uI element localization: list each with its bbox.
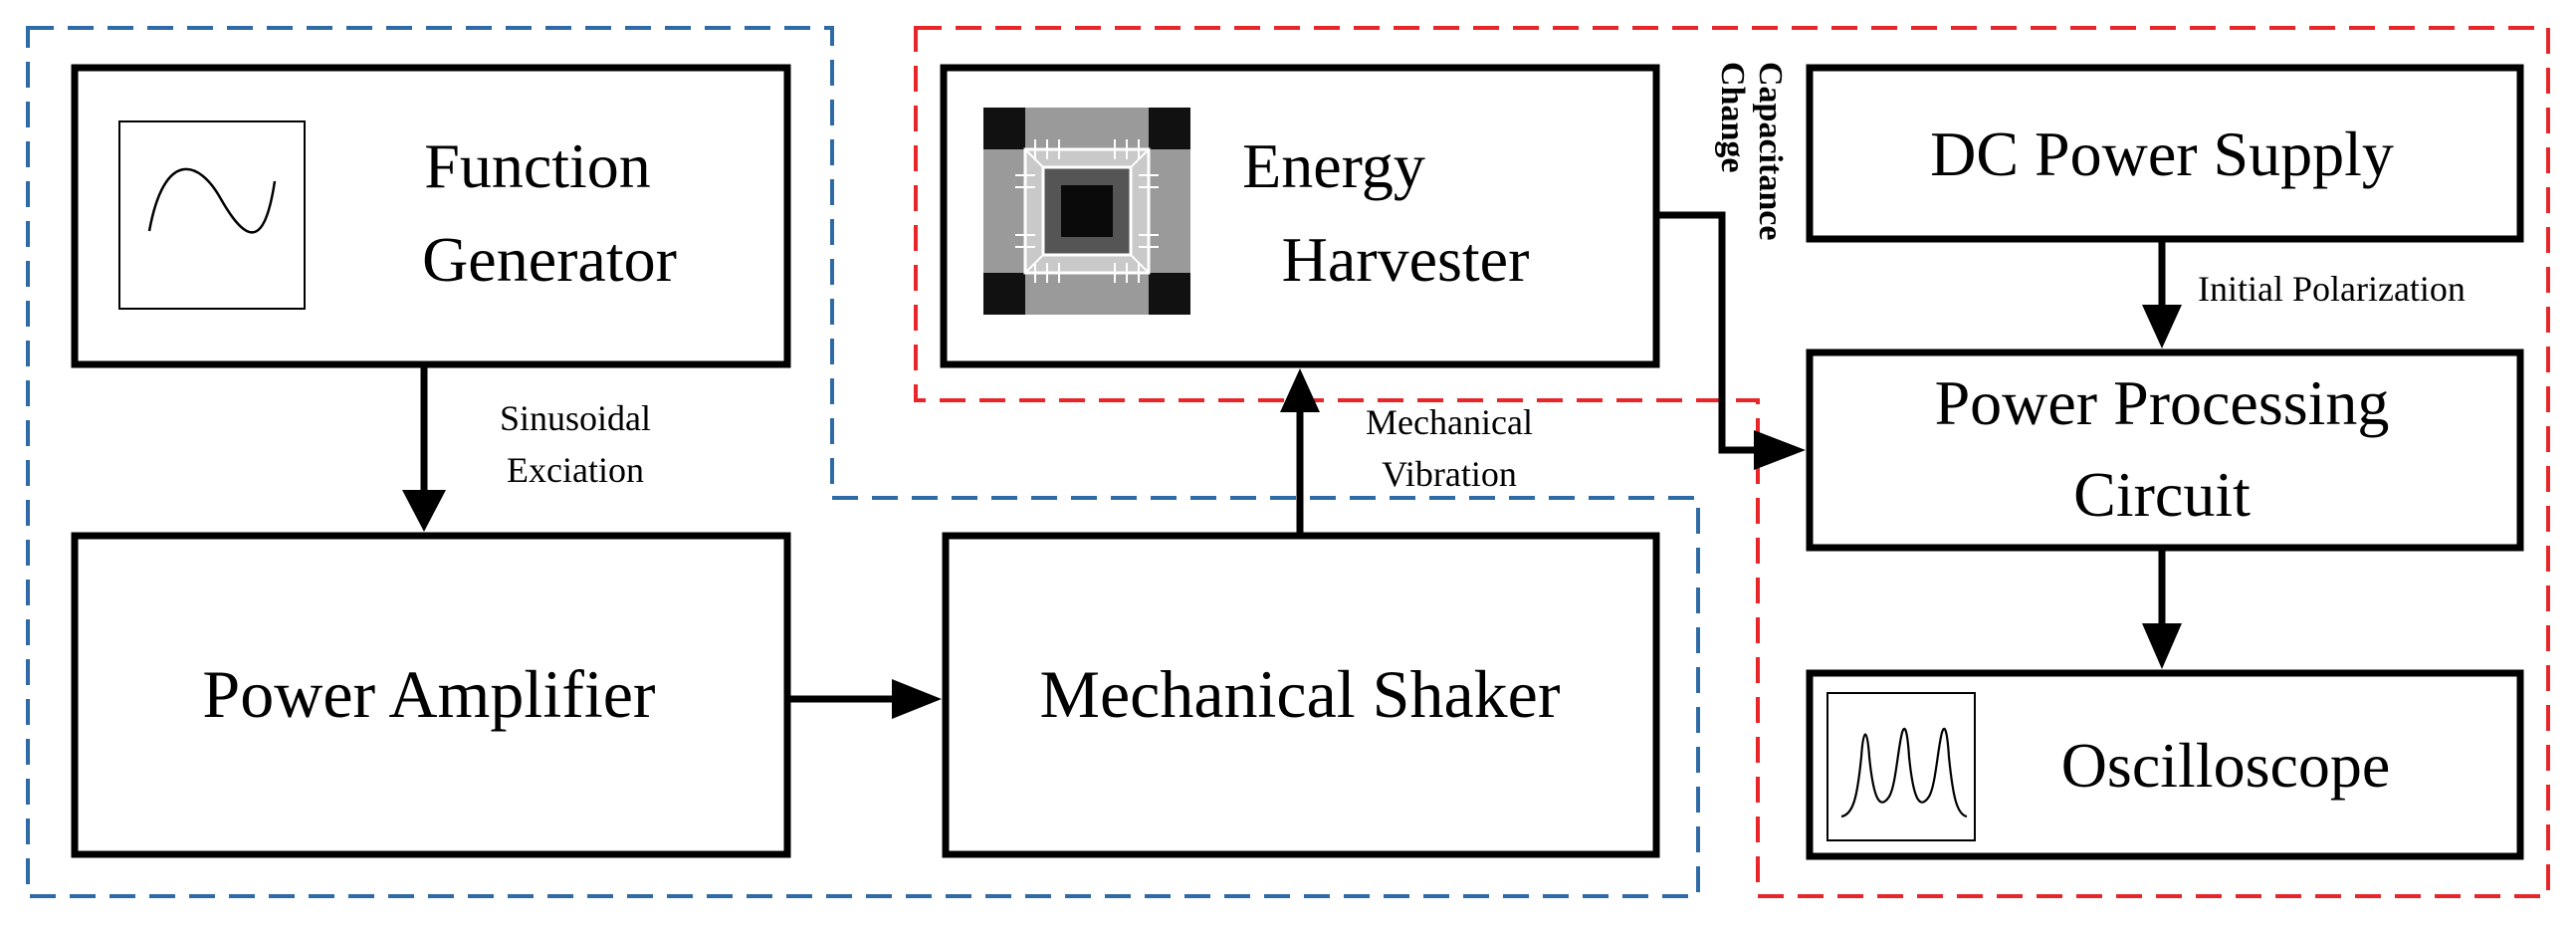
capacitance-change-label: Capacitance Change: [1714, 62, 1789, 240]
arrow-function-generator-to-amplifier: [402, 364, 446, 532]
dc-power-supply-block: DC Power Supply: [1806, 64, 2524, 243]
mechanical-vibration-label-line2: Vibration: [1382, 454, 1517, 494]
sinusoidal-label-line2: Exciation: [507, 450, 644, 490]
function-generator-label-line2: Generator: [422, 224, 677, 295]
blue-dashed-region: [26, 26, 1700, 898]
capacitance-change-label-line1: Capacitance: [1752, 62, 1789, 240]
arrow-dc-supply-to-processing: [2142, 239, 2182, 349]
arrow-processing-to-oscilloscope: [2142, 548, 2182, 669]
arrow-harvester-to-processing: [1656, 211, 1806, 470]
power-amplifier-label: Power Amplifier: [202, 656, 656, 732]
dc-power-supply-label: DC Power Supply: [1930, 118, 2394, 189]
red-dashed-region: [914, 26, 2550, 898]
arrow-amplifier-to-shaker: [787, 679, 942, 719]
power-processing-label-line1: Power Processing: [1935, 367, 2390, 438]
energy-harvester-block: Energy Harvester: [940, 64, 1660, 368]
energy-harvester-label-line1: Energy: [1242, 130, 1425, 201]
mechanical-vibration-label-line1: Mechanical: [1366, 402, 1533, 442]
initial-polarization-label: Initial Polarization: [2198, 269, 2466, 309]
oscilloscope-label: Oscilloscope: [2061, 730, 2391, 801]
pulse-waveform-icon: [1826, 692, 1976, 841]
mechanical-shaker-label: Mechanical Shaker: [1040, 656, 1561, 732]
function-generator-block: Function Generator: [71, 64, 791, 368]
capacitance-change-label-line2: Change: [1714, 62, 1751, 172]
power-processing-block: Power Processing Circuit: [1806, 349, 2524, 552]
oscilloscope-block: Oscilloscope: [1806, 669, 2524, 860]
energy-harvester-label-line2: Harvester: [1282, 224, 1530, 295]
function-generator-label-line1: Function: [424, 130, 651, 201]
mechanical-shaker-block: Mechanical Shaker: [942, 532, 1660, 858]
power-processing-label-line2: Circuit: [2073, 459, 2251, 530]
arrow-shaker-to-harvester: [1280, 368, 1320, 536]
sinusoidal-label-line1: Sinusoidal: [500, 398, 651, 438]
sine-wave-icon: [118, 120, 306, 310]
power-amplifier-block: Power Amplifier: [71, 532, 791, 858]
mems-chip-icon: [983, 108, 1190, 315]
